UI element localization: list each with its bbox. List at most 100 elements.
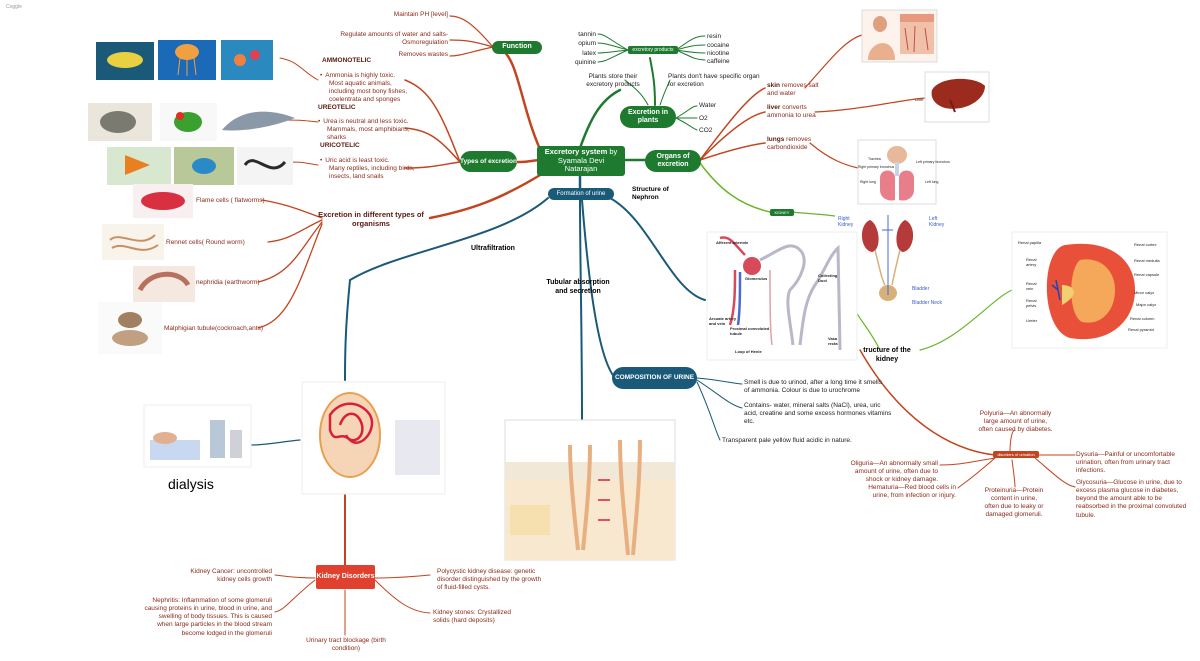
excretion-plants-node[interactable]: Excretion in plants: [620, 106, 676, 128]
branch-function-water: [449, 39, 494, 48]
branch-types-ammono: [404, 79, 461, 163]
lungs-label-left-bronchus: Left primary bronchus: [916, 160, 950, 164]
organism-images: [98, 184, 195, 354]
branch-center-organisms: [428, 170, 547, 220]
glomerulus-image: [301, 381, 446, 495]
lungs-label-right-lung: Right lung: [860, 180, 876, 184]
structure-nephron-node[interactable]: Structure of Nephron: [632, 186, 669, 202]
lungs-image: [857, 139, 937, 205]
branch-formation-nephron: [609, 197, 706, 301]
branch-skin-image: [804, 34, 863, 89]
organism-malphigian: Malphigian tubule(cockroach,ants): [164, 325, 263, 332]
plant-left-1: opium: [578, 40, 596, 47]
branch-urination: [859, 349, 996, 456]
branch-center-types: [515, 158, 542, 164]
kidney-disorders-node[interactable]: Kidney Disorders: [316, 565, 375, 589]
lungs-label-left-lung: Left lung: [925, 180, 939, 184]
center-author-first: Syamala Devi: [557, 155, 605, 165]
branch-products-nicotine: [675, 49, 706, 54]
excretion-organisms-node[interactable]: Excretion in different types of organism…: [318, 210, 424, 229]
nephron-label-collecting: Collecting Duct: [818, 273, 838, 283]
kidney-node[interactable]: KIDNEY: [770, 209, 794, 216]
disorder-dysuria: Dysuria—Painful or uncomfortable urinati…: [1076, 451, 1175, 475]
structure-kidney-node[interactable]: tructure of the kidney: [863, 347, 911, 363]
function-node[interactable]: Function: [492, 41, 542, 54]
ks-label-pyramid: Renal pyramid: [1128, 327, 1154, 332]
disorder-glycosuria: Glycosuria—Glucose in urine, due to exce…: [1076, 479, 1187, 519]
branch-oliguria: [939, 457, 996, 466]
ks-label-minor-calyx: Minor calyx: [1134, 290, 1155, 295]
branch-formation-composition: [581, 199, 616, 379]
branch-dis-polycystic: [374, 574, 431, 579]
branch-organs-skin: [699, 87, 766, 161]
composition-contains: Contains- water, mineral salts (NaCl), u…: [744, 402, 892, 426]
plant-right-2: nicotine: [707, 50, 730, 57]
branch-organs-lungs: [699, 142, 766, 161]
plant-right-1: cocaine: [707, 42, 730, 49]
center-node[interactable]: Excretory system by Syamala Devi Nataraj…: [537, 146, 625, 176]
branch-products-caffeine: [675, 49, 706, 61]
branch-org-nephridia: [257, 221, 323, 283]
organism-flame: Flame cells ( flatworms): [196, 197, 265, 204]
plant-right-3: caffeine: [707, 58, 730, 65]
lungs-label-trachea: Trachea: [868, 157, 881, 161]
branch-plants-water: [675, 105, 698, 119]
branch-formation-ultrafiltration: [344, 197, 549, 381]
excretory-products-node[interactable]: excretory products: [628, 46, 678, 54]
nephron-label-proximal: Proximal convoluted tubule: [730, 326, 770, 336]
center-by: by: [609, 147, 618, 157]
watermark: Coggle: [6, 4, 22, 10]
tubular-image: [504, 419, 676, 561]
center-title: Excretory system: [544, 147, 608, 157]
kidney-label-right: Right Kidney: [838, 216, 854, 228]
plant-gas-co2: CO2: [699, 127, 713, 134]
branch-glycosuria: [1034, 457, 1076, 488]
plant-gas-o2: O2: [699, 115, 708, 122]
branch-plants-store: [624, 79, 649, 106]
kd-stones: Kidney stones: Crystallized solids (hard…: [433, 609, 512, 625]
branch-kidney-structure: [854, 309, 881, 351]
ks-label-column: Renal column: [1130, 316, 1155, 321]
branch-proteinuria: [1011, 459, 1016, 488]
nephron-label-glomerulus: Glomerulus: [745, 276, 768, 281]
organ-liver: liver converts ammonia to urea: [767, 104, 816, 120]
dialysis-node[interactable]: dialysis: [168, 476, 214, 492]
branch-urico-image: [289, 161, 319, 166]
composition-transparent: Transparent pale yellow fluid acidic in …: [722, 437, 852, 444]
branch-plants-co2: [675, 117, 698, 131]
branch-products-resin: [675, 35, 706, 51]
branch-organs-liver: [699, 111, 766, 161]
types-node[interactable]: Types of excretion: [460, 151, 517, 172]
branch-products-latex: [597, 49, 629, 54]
composition-node[interactable]: COMPOSITION OF URINE: [612, 367, 697, 389]
ureotelic-heading: UREOTELIC: [318, 104, 356, 111]
nephron-label-loop: Loop of Henle: [735, 349, 762, 354]
plants-store: Plants store their excretory products: [586, 73, 640, 89]
branch-center-plants: [578, 88, 622, 150]
tubular-node[interactable]: Tubular absorption and secretion: [546, 279, 610, 295]
ks-label-ureter: Ureter: [1026, 318, 1038, 323]
ammonotelic-text: Ammonia is highly toxic. Most aquatic an…: [320, 72, 407, 105]
liver-label: Liver: [915, 97, 924, 102]
disorders-urination-node[interactable]: disorders of urination: [993, 451, 1039, 458]
nephron-image: [706, 231, 858, 361]
disorder-oliguria: Oliguria—An abnormally small amount of u…: [850, 460, 938, 484]
liver-image: [924, 71, 990, 123]
branch-comp-contains: [696, 379, 743, 409]
skin-image: [861, 9, 938, 63]
plant-left-3: quinine: [575, 59, 596, 66]
branch-types-urico: [404, 161, 461, 169]
branch-hematuria: [957, 457, 996, 489]
ultrafiltration-node[interactable]: Ultrafiltration: [471, 245, 515, 252]
branch-polyuria: [1009, 429, 1016, 453]
branch-org-flame: [261, 199, 323, 219]
branch-formation-tubular: [579, 199, 583, 421]
branch-plants-products: [649, 57, 656, 106]
disorder-proteinuria: Proteinuria—Protein content in urine, of…: [984, 487, 1044, 519]
ks-label-artery: Renal artery: [1026, 257, 1037, 267]
branch-org-malphigian: [257, 223, 323, 329]
organs-node[interactable]: Organs of excretion: [645, 150, 701, 172]
formation-node[interactable]: Formation of urine: [548, 188, 614, 200]
dialysis-image: [143, 404, 252, 468]
branch-products-opium: [597, 42, 629, 51]
